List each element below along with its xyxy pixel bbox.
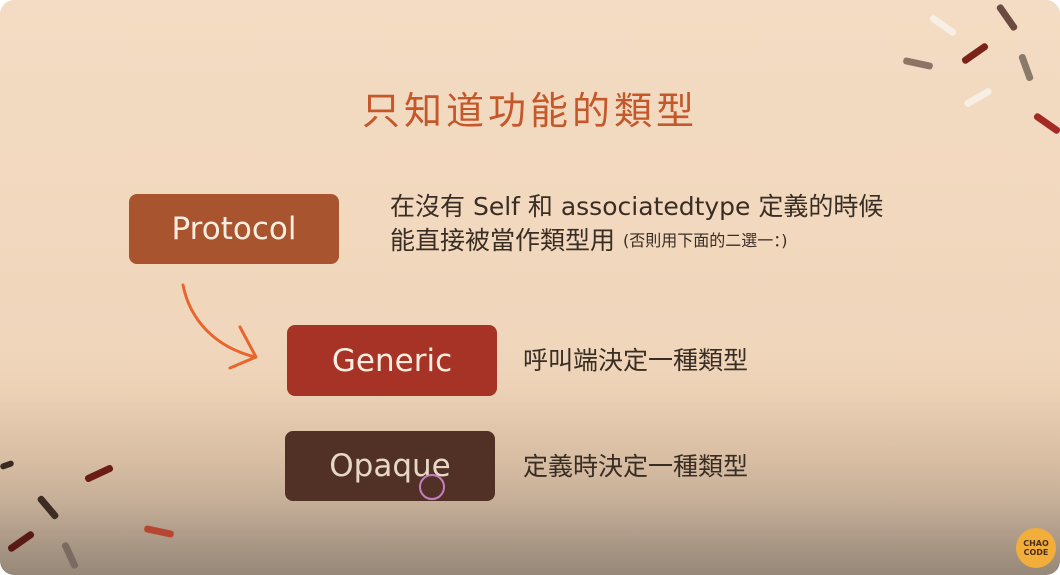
opaque-description: 定義時決定一種類型 bbox=[523, 452, 749, 481]
confetti-decoration bbox=[902, 56, 934, 71]
protocol-desc-line1: 在沒有 Self 和 associatedtype 定義的時候 bbox=[390, 192, 884, 221]
confetti-decoration bbox=[143, 524, 175, 539]
confetti-decoration bbox=[995, 3, 1019, 32]
confetti-decoration bbox=[1017, 53, 1035, 82]
slide-title: 只知道功能的類型 bbox=[361, 89, 698, 133]
confetti-decoration bbox=[928, 14, 958, 37]
confetti-decoration bbox=[60, 541, 80, 570]
protocol-desc-line2-wrap: 能直接被當作類型用 (否則用下面的二選一：) bbox=[390, 224, 1010, 258]
opaque-box: Opaque bbox=[285, 431, 495, 501]
generic-label: Generic bbox=[331, 342, 453, 379]
curved-arrow-icon bbox=[181, 283, 258, 370]
confetti-decoration bbox=[6, 530, 36, 553]
protocol-desc-note: (否則用下面的二選一：) bbox=[622, 231, 788, 250]
confetti-decoration bbox=[0, 459, 15, 471]
confetti-decoration bbox=[36, 494, 60, 521]
generic-description: 呼叫端決定一種類型 bbox=[523, 346, 749, 375]
channel-logo: CHAO CODE bbox=[1016, 528, 1056, 568]
protocol-description: 在沒有 Self 和 associatedtype 定義的時候 能直接被當作類型… bbox=[390, 190, 1010, 258]
cursor-indicator bbox=[419, 474, 445, 500]
confetti-decoration bbox=[83, 463, 115, 484]
protocol-label: Protocol bbox=[171, 211, 297, 247]
protocol-desc-line2: 能直接被當作類型用 bbox=[390, 226, 616, 255]
generic-box: Generic bbox=[287, 325, 497, 396]
protocol-box: Protocol bbox=[129, 194, 339, 264]
confetti-decoration bbox=[960, 42, 990, 65]
